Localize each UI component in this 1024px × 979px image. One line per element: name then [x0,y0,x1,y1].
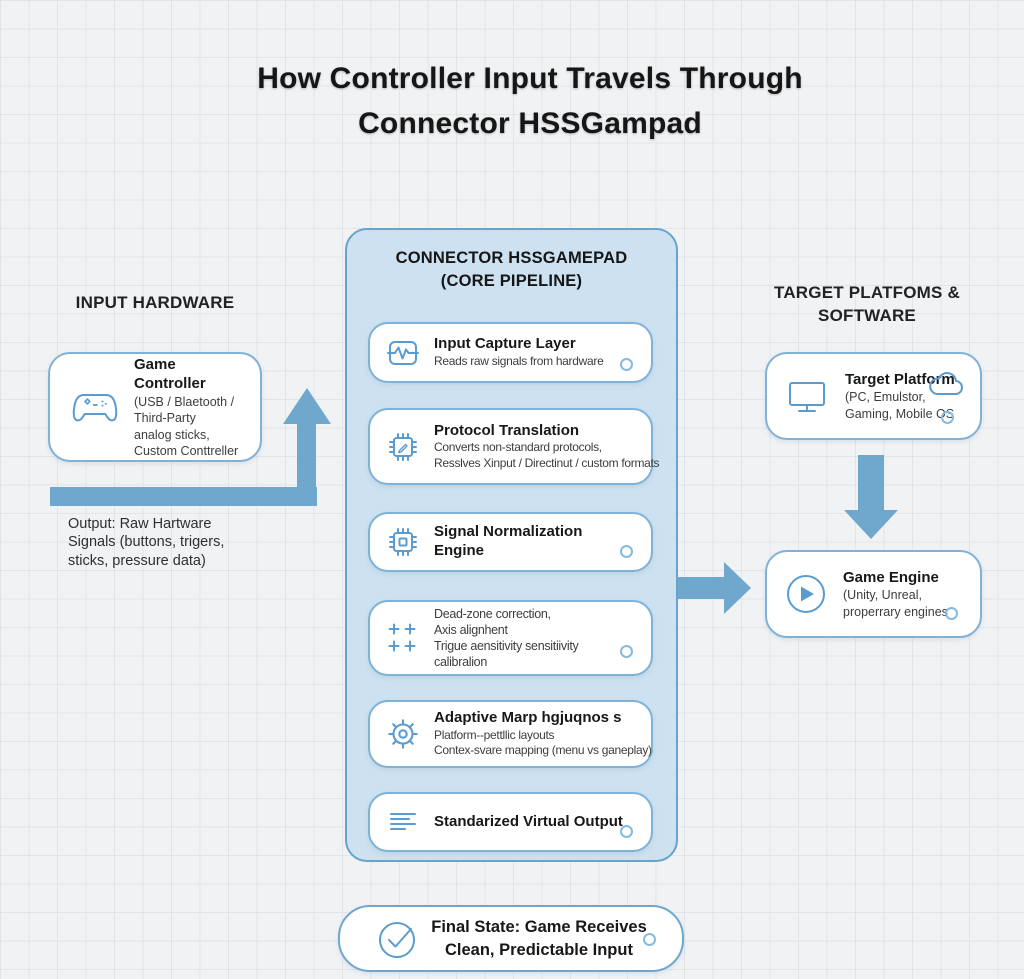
step-calibration: Dead-zone correction, Axis alignhent Tri… [368,600,653,676]
step-title: Input Capture Layer [434,335,576,353]
output-note-line: Output: Raw Hartware [68,516,212,532]
controller-box-line: analog sticks, [134,427,210,442]
step-text: Protocol Translation Converts non-standa… [434,421,660,472]
engine-box-title: Game Engine [843,568,939,586]
page-title-line2: Connector HSSGampad [358,107,702,140]
game-engine-box: Game Engine (Unity, Unreal, properrary e… [765,550,982,638]
step-title: Signal Normalization Engine [434,523,583,559]
check-circle-icon [375,917,421,961]
status-circle [620,358,633,371]
step-desc: Axis alignhent [434,622,508,637]
pipeline-to-engine-stem [678,577,724,599]
calibration-crosses-icon [382,620,424,656]
step-signal-normalization: Signal Normalization Engine [368,512,653,572]
up-arrowhead [283,388,331,424]
step-title: Standarized Virtual Output [434,812,623,830]
pipeline-header: CONNECTOR HSSGAMEPAD (CORE PIPELINE) [347,247,676,293]
step-protocol-translation: Protocol Translation Converts non-standa… [368,408,660,485]
target-platforms-header: TARGET PLATFOMS & SOFTWARE [747,282,987,328]
output-note: Output: Raw Hartware Signals (buttons, t… [68,515,288,570]
step-desc: Contex-svare mapping (menu vs ganeplay) [434,743,652,758]
engine-box-line: (Unity, Unreal, [843,588,922,603]
step-text: Dead-zone correction, Axis alignhent Tri… [434,606,579,671]
target-box-line: Gaming, Mobile OS [845,406,955,421]
gear-icon [382,715,424,753]
page-title-line1: How Controller Input Travels Through [257,62,803,95]
final-state-box: Final State: Game Receives Clean, Predic… [338,905,684,972]
controller-box-line: (USB / Blaetooth / [134,394,235,409]
engine-box-text: Game Engine (Unity, Unreal, properrary e… [843,568,948,621]
left-flow-bar [50,487,317,506]
status-circle [620,545,633,558]
step-title: Protocol Translation [434,421,580,439]
final-state-text: Final State: Game Receives Clean, Predic… [431,916,647,961]
target-box-title: Target Platform [845,370,955,388]
step-adaptive-mapping: Adaptive Marp hgjuqnos s Platform--pettl… [368,700,653,768]
right-arrowhead [724,562,751,614]
step-desc: Dead-zone correction, [434,606,551,621]
status-circle [941,411,954,424]
controller-box-text: Game Controller (USB / Blaetooth / Third… [134,355,250,460]
left-flow-stem [297,418,316,492]
controller-box-line: Custom Conttreller [134,444,239,458]
step-desc: Resslves Xinput / Directinut / custom fo… [434,455,660,470]
step-input-capture: Input Capture Layer Reads raw signals fr… [368,322,653,383]
final-state-line1: Final State: Game Receives [431,918,647,937]
list-lines-icon [382,804,424,840]
output-note-line: Signals (buttons, trigers, [68,534,225,551]
step-desc: Platform--pettllic layouts [434,727,555,742]
controller-box-title: Game Controller [134,355,206,393]
step-standardized-output: Standarized Virtual Output [368,792,653,852]
target-box-line: (PC, Emulstor, [845,390,926,405]
status-circle [945,607,958,620]
step-title: Adaptive Marp hgjuqnos s [434,709,622,727]
final-state-line2: Clean, Predictable Input [445,940,633,959]
target-box-text: Target Platform (PC, Emulstor, Gaming, M… [845,370,955,423]
chip-translate-icon [382,429,424,465]
target-platform-box: Target Platform (PC, Emulstor, Gaming, M… [765,352,982,440]
status-circle [643,933,656,946]
step-desc: Trigue aensitivity sensitiivity [434,639,579,653]
engine-box-line: properrary engines [843,604,948,619]
step-text: Signal Normalization Engine [434,523,609,561]
down-arrowhead-right [844,510,898,539]
waveform-icon [382,335,424,371]
platform-to-engine-stem [858,455,884,512]
game-controller-box: Game Controller (USB / Blaetooth / Third… [48,352,262,462]
target-platforms-header-line1: TARGET PLATFOMS & [774,283,960,302]
step-desc: Converts non-standard protocols, [434,440,602,455]
step-text: Standarized Virtual Output [434,813,623,832]
step-desc: Reads raw signals from hardware [434,354,604,369]
controller-box-line: Third-Party [134,411,196,425]
gamepad-icon [66,388,124,426]
page-title: How Controller Input Travels Through Con… [30,56,1024,146]
input-hardware-header: INPUT HARDWARE [75,293,235,312]
cloud-icon [926,368,968,405]
play-circle-icon [779,572,833,616]
step-text: Adaptive Marp hgjuqnos s Platform--pettl… [434,709,652,759]
output-note-line: sticks, pressure data) [68,552,206,569]
step-text: Input Capture Layer Reads raw signals fr… [434,335,604,369]
step-desc: calibralion [434,655,487,670]
cpu-icon [382,524,424,560]
target-platforms-header-line2: SOFTWARE [818,305,916,325]
pipeline-header-line2: (CORE PIPELINE) [440,272,583,291]
pipeline-container: CONNECTOR HSSGAMEPAD (CORE PIPELINE) Inp… [345,228,678,862]
pipeline-header-line1: CONNECTOR HSSGAMEPAD [395,249,628,267]
status-circle [620,645,633,658]
status-circle [620,825,633,838]
monitor-icon [781,377,833,415]
